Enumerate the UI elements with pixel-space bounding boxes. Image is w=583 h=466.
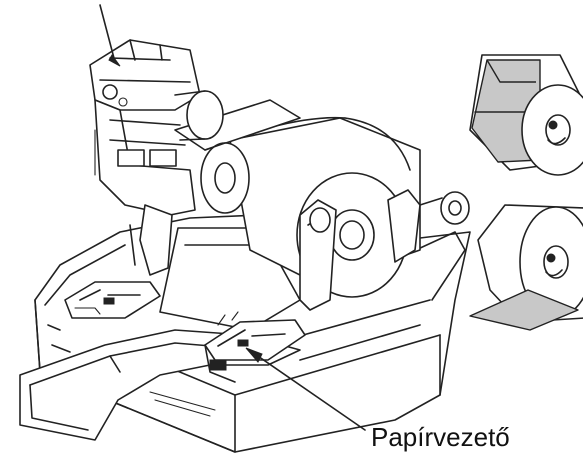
paper-roll xyxy=(229,116,470,311)
print-head-assembly xyxy=(89,4,301,276)
paper-guides xyxy=(64,281,306,383)
callout-label-paper-guide: Papírvezető xyxy=(371,422,510,452)
label-roll xyxy=(469,54,583,176)
callout-leader xyxy=(245,347,366,431)
plain-paper-roll xyxy=(469,204,583,331)
